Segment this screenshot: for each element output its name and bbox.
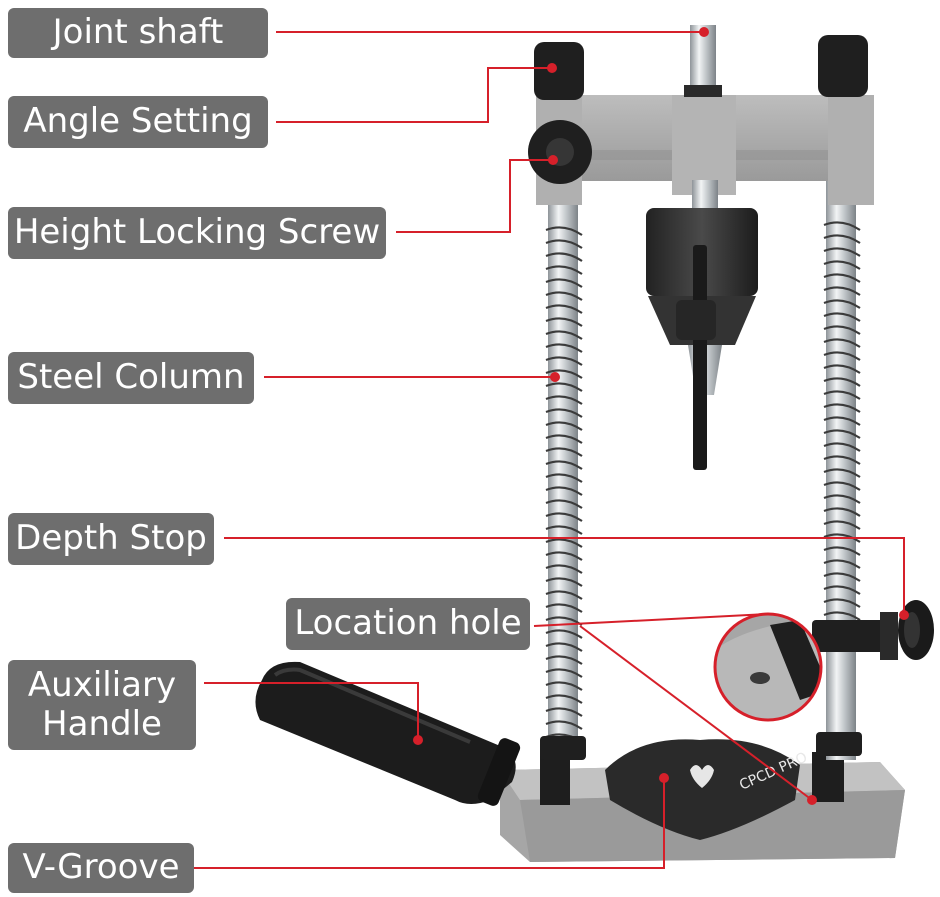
- spring-coil: [823, 299, 861, 309]
- label-v-groove: V-Groove: [8, 843, 194, 893]
- label-auxiliary-handle-line2: Handle: [42, 704, 162, 744]
- spring-coil: [823, 546, 861, 556]
- spring-coil: [545, 408, 583, 418]
- label-auxiliary-handle: Auxiliary Handle: [8, 660, 196, 750]
- spring-coil: [545, 369, 583, 379]
- spring-coil: [823, 598, 861, 608]
- spring-coil: [545, 252, 583, 262]
- spring-coil: [545, 291, 583, 301]
- spring-coil: [545, 421, 583, 431]
- spring-coil: [545, 655, 583, 665]
- spring-coil: [545, 460, 583, 470]
- spring-coil: [823, 286, 861, 296]
- spring-coil: [823, 585, 861, 595]
- spring-coil: [545, 577, 583, 587]
- spring-coil: [545, 447, 583, 457]
- spring-coil: [823, 221, 861, 231]
- spring-coil: [823, 364, 861, 374]
- label-angle-setting: Angle Setting: [8, 96, 268, 148]
- spring-coil: [545, 681, 583, 691]
- spring-coil: [823, 390, 861, 400]
- right-collar: [816, 732, 862, 756]
- spring-coil: [823, 442, 861, 452]
- spring-coil: [823, 416, 861, 426]
- spring-coil: [823, 533, 861, 543]
- spring-coil: [823, 468, 861, 478]
- spring-coil: [545, 473, 583, 483]
- spring-coil: [545, 239, 583, 249]
- spring-coil: [823, 559, 861, 569]
- spring-coil: [545, 382, 583, 392]
- spring-coil: [823, 507, 861, 517]
- drill-chuck: [646, 180, 758, 470]
- spring-coil: [823, 429, 861, 439]
- label-steel-column: Steel Column: [8, 352, 254, 404]
- spring-coil: [823, 403, 861, 413]
- spring-coil: [823, 312, 861, 322]
- depth-stop-collar: [812, 600, 934, 660]
- spring-coil: [545, 590, 583, 600]
- spring-coil: [545, 603, 583, 613]
- spring-coil: [545, 330, 583, 340]
- spring-coil: [545, 278, 583, 288]
- label-height-locking-screw: Height Locking Screw: [8, 207, 386, 259]
- spring-coil: [545, 265, 583, 275]
- spring-coil: [823, 494, 861, 504]
- spring-coil: [545, 304, 583, 314]
- spring-coil: [545, 395, 583, 405]
- spring-coil: [545, 707, 583, 717]
- spring-coil: [545, 642, 583, 652]
- spring-coil: [823, 520, 861, 530]
- base-plate: [500, 752, 905, 862]
- leader-dots: [413, 27, 909, 805]
- spring-coil: [545, 720, 583, 730]
- spring-coil: [545, 486, 583, 496]
- spring-coil: [823, 611, 861, 621]
- spring-coil: [823, 351, 861, 361]
- spring-coil: [545, 551, 583, 561]
- label-auxiliary-handle-line1: Auxiliary: [27, 664, 177, 705]
- label-location-hole: Location hole: [286, 598, 530, 650]
- spring-coil: [545, 694, 583, 704]
- spring-coil: [545, 499, 583, 509]
- spring-coil: [545, 564, 583, 574]
- auxiliary-handle: [255, 661, 521, 806]
- label-joint-shaft: Joint shaft: [8, 8, 268, 58]
- spring-coil: [545, 226, 583, 236]
- spring-coil: [823, 325, 861, 335]
- spring-coil: [823, 260, 861, 270]
- spring-coil: [823, 247, 861, 257]
- label-depth-stop: Depth Stop: [8, 513, 214, 565]
- spring-coil: [823, 338, 861, 348]
- spring-coil: [823, 481, 861, 491]
- spring-coil: [823, 234, 861, 244]
- steel-columns: [545, 160, 861, 760]
- spring-coil: [823, 377, 861, 387]
- top-frame: [528, 25, 874, 205]
- leader-lines: [194, 31, 905, 869]
- spring-coil: [823, 572, 861, 582]
- spring-coil: [545, 538, 583, 548]
- spring-coil: [823, 455, 861, 465]
- spring-coil: [545, 525, 583, 535]
- spring-coil: [823, 273, 861, 283]
- spring-coil: [545, 356, 583, 366]
- spring-coil: [545, 512, 583, 522]
- spring-coil: [545, 317, 583, 327]
- spring-coil: [545, 434, 583, 444]
- spring-coil: [545, 668, 583, 678]
- left-collar: [540, 736, 586, 760]
- spring-coil: [545, 343, 583, 353]
- spring-coil: [545, 629, 583, 639]
